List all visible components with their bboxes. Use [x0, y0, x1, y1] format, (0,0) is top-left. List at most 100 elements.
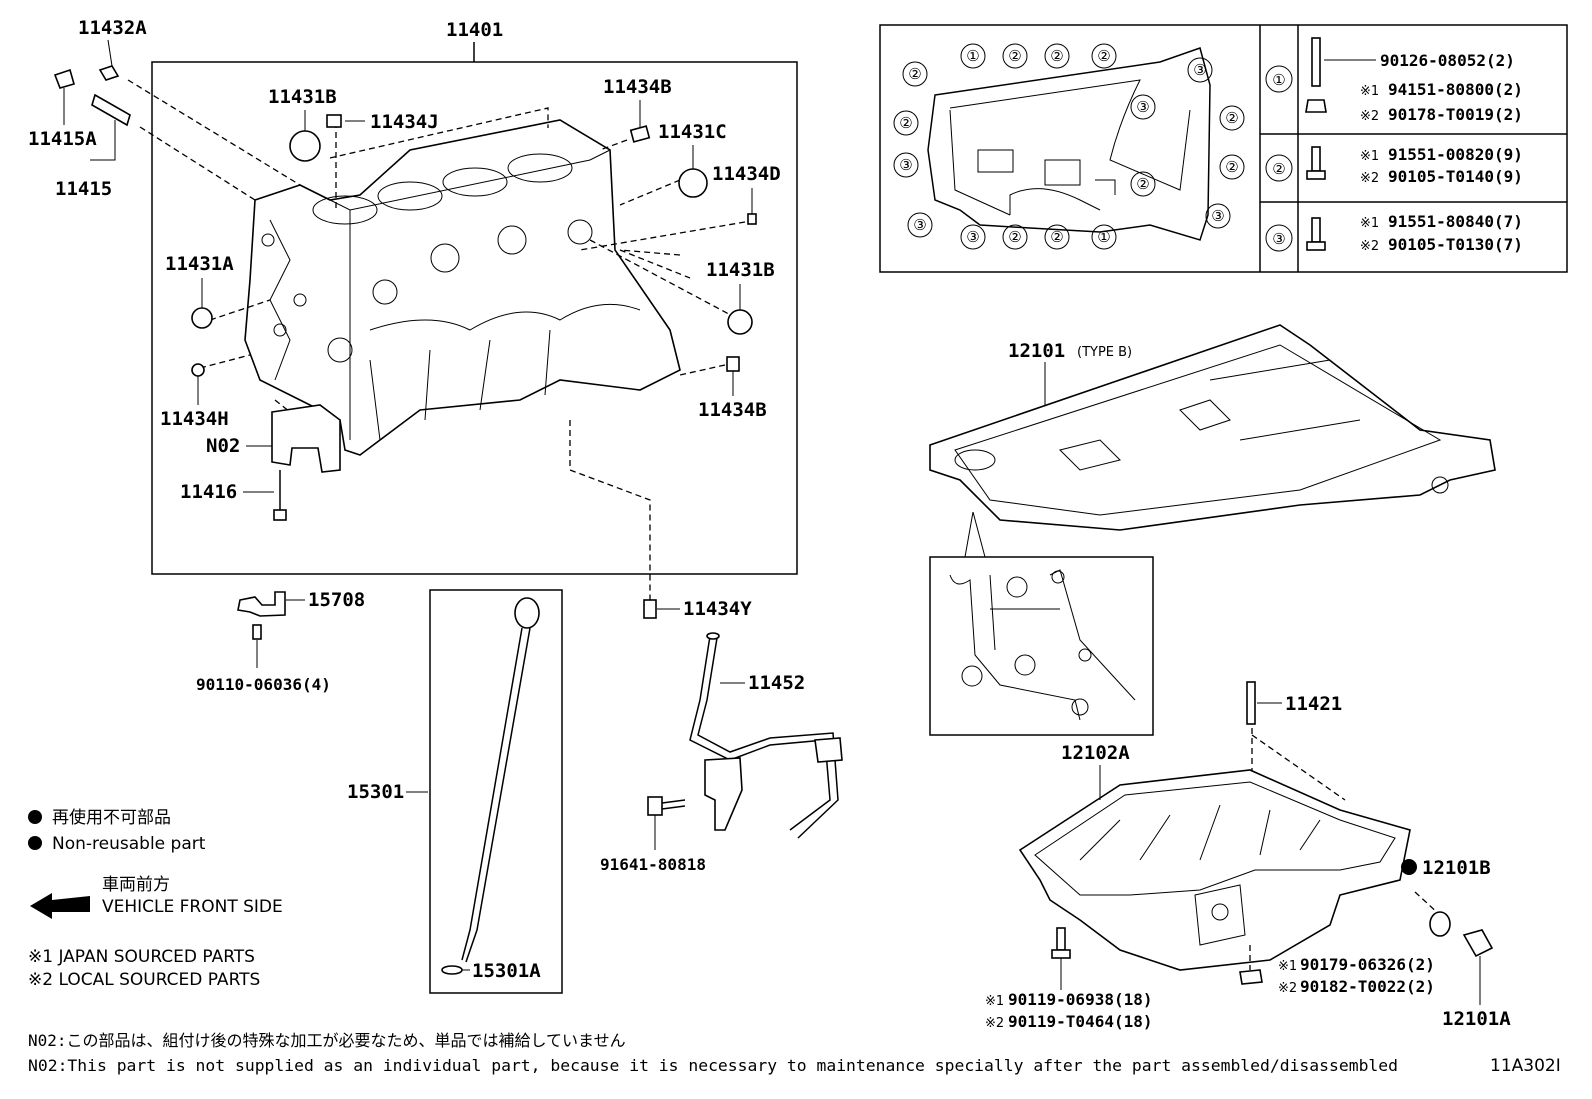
block-leader-lines — [127, 79, 746, 600]
label-15301A[interactable]: 15301A — [472, 960, 541, 982]
label-90182-T0022[interactable]: 90182-T0022(2) — [1300, 977, 1435, 996]
label-11434Y[interactable]: 11434Y — [683, 598, 752, 620]
bolt-3-part-b[interactable]: 90105-T0130(7) — [1388, 235, 1523, 254]
svg-text:②: ② — [1008, 47, 1021, 65]
svg-text:①: ① — [966, 47, 979, 65]
label-11434B-top[interactable]: 11434B — [603, 76, 672, 98]
bolt-90119 — [1051, 927, 1071, 959]
label-12101-type: (TYPE B) — [1077, 345, 1132, 360]
bolt-1-part-c[interactable]: 90178-T0019(2) — [1388, 105, 1523, 124]
label-11434B-right[interactable]: 11434B — [698, 399, 767, 421]
label-11431C[interactable]: 11431C — [658, 121, 727, 143]
svg-text:※2: ※2 — [1360, 171, 1379, 186]
bolt-position-markers: ① ② ② ② ② ③ ② ③ ② ② ③ ② ③ ③ ③ ② ② ① — [893, 43, 1245, 250]
bolt-91641 — [647, 796, 686, 816]
label-11432A[interactable]: 11432A — [78, 17, 147, 39]
bolt-key-2: ② — [1272, 160, 1285, 178]
label-N02[interactable]: N02 — [206, 435, 240, 457]
svg-text:※2: ※2 — [985, 1016, 1004, 1031]
svg-text:②: ② — [1050, 228, 1063, 246]
label-11415A[interactable]: 11415A — [28, 128, 97, 150]
drain-plug-12101A — [1462, 929, 1494, 958]
svg-text:※1: ※1 — [1360, 216, 1379, 231]
svg-text:③: ③ — [1136, 98, 1149, 116]
label-11415[interactable]: 11415 — [55, 178, 112, 200]
label-11431A[interactable]: 11431A — [165, 253, 234, 275]
svg-text:※1: ※1 — [1278, 959, 1297, 974]
svg-text:③: ③ — [1193, 61, 1206, 79]
bolt-1-part-a[interactable]: 90126-08052(2) — [1380, 51, 1515, 70]
label-15301[interactable]: 15301 — [347, 781, 404, 803]
bolt-table: ① ② ③ 90126-08052(2) ※1 94151-80800(2) ※… — [1265, 37, 1523, 254]
svg-text:②: ② — [1097, 47, 1110, 65]
label-11416[interactable]: 11416 — [180, 481, 237, 503]
label-90119-06938[interactable]: 90119-06938(18) — [1008, 990, 1153, 1009]
bolt-2-part-b[interactable]: 90105-T0140(9) — [1388, 167, 1523, 186]
label-90110-06036[interactable]: 90110-06036(4) — [196, 675, 331, 694]
pin-11434Y — [643, 599, 657, 619]
legend-front-jp: 車両前方 — [102, 875, 170, 895]
label-12101[interactable]: 12101 — [1008, 340, 1065, 362]
oil-tube-11452 — [689, 632, 843, 839]
svg-text:③: ③ — [899, 156, 912, 174]
label-90119-T0464[interactable]: 90119-T0464(18) — [1008, 1012, 1153, 1031]
note-n02-jp: N02:この部品は、組付け後の特殊な加工が必要なため、単品では補給していません — [28, 1031, 626, 1050]
label-11452[interactable]: 11452 — [748, 672, 805, 694]
cylinder-block-drawing — [244, 119, 681, 456]
svg-text:③: ③ — [913, 216, 926, 234]
label-11431B-right[interactable]: 11431B — [706, 259, 775, 281]
label-12102A[interactable]: 12102A — [1061, 742, 1130, 764]
svg-text:③: ③ — [1211, 207, 1224, 225]
figure-id: 11A302I — [1490, 1056, 1561, 1076]
block-small-parts — [53, 65, 757, 521]
non-reusable-marker-icon — [1401, 859, 1417, 875]
legend-local-sourced: ※2 LOCAL SOURCED PARTS — [28, 970, 260, 990]
legend-non-reusable-jp: 再使用不可部品 — [52, 807, 171, 828]
svg-text:②: ② — [1050, 47, 1063, 65]
svg-text:②: ② — [1225, 158, 1238, 176]
svg-text:※2: ※2 — [1360, 239, 1379, 254]
label-90179-06326[interactable]: 90179-06326(2) — [1300, 955, 1435, 974]
svg-text:※1: ※1 — [1360, 149, 1379, 164]
svg-text:②: ② — [1008, 228, 1021, 246]
note-n02-en: N02:This part is not supplied as an indi… — [28, 1056, 1398, 1075]
bracket-15708 — [237, 591, 286, 640]
svg-text:②: ② — [1225, 109, 1238, 127]
svg-text:※2: ※2 — [1278, 981, 1297, 996]
label-91641-80818[interactable]: 91641-80818 — [600, 855, 706, 874]
label-11434J[interactable]: 11434J — [370, 111, 439, 133]
svg-text:※1: ※1 — [1360, 84, 1379, 99]
nut-90179 — [1239, 969, 1263, 985]
label-11434D[interactable]: 11434D — [712, 163, 781, 185]
svg-text:②: ② — [1136, 175, 1149, 193]
legend-front-en: VEHICLE FRONT SIDE — [102, 897, 283, 917]
svg-text:※1: ※1 — [985, 994, 1004, 1009]
svg-text:③: ③ — [966, 228, 979, 246]
bolt-3-part-a[interactable]: 91551-80840(7) — [1388, 212, 1523, 231]
svg-text:②: ② — [899, 114, 912, 132]
label-11421[interactable]: 11421 — [1285, 693, 1342, 715]
label-11434H[interactable]: 11434H — [160, 408, 229, 430]
bolt-2-part-a[interactable]: 91551-00820(9) — [1388, 145, 1523, 164]
svg-text:①: ① — [1097, 228, 1110, 246]
label-15708[interactable]: 15708 — [308, 589, 365, 611]
stud-11421 — [1246, 681, 1256, 725]
bolt-layout-panel — [879, 24, 1568, 273]
label-11431B-top[interactable]: 11431B — [268, 86, 337, 108]
legend: 再使用不可部品 Non-reusable part 車両前方 VEHICLE F… — [28, 807, 283, 990]
label-12101B[interactable]: 12101B — [1422, 857, 1491, 879]
label-11401[interactable]: 11401 — [446, 19, 503, 41]
svg-text:②: ② — [908, 65, 921, 83]
detail-inset-frame — [929, 556, 1154, 736]
label-12101A[interactable]: 12101A — [1442, 1008, 1511, 1030]
oil-pan-lower-drawing — [1018, 769, 1411, 971]
detail-inset-drawing — [949, 569, 1136, 721]
legend-japan-sourced: ※1 JAPAN SOURCED PARTS — [28, 947, 255, 967]
dipstick-frame — [429, 589, 563, 994]
front-arrow-icon — [30, 893, 90, 919]
dipstick-drawing — [441, 597, 540, 975]
legend-non-reusable-en: Non-reusable part — [52, 834, 206, 854]
bolt-1-part-b[interactable]: 94151-80800(2) — [1388, 80, 1523, 99]
gasket-outline-drawing — [927, 47, 1211, 241]
